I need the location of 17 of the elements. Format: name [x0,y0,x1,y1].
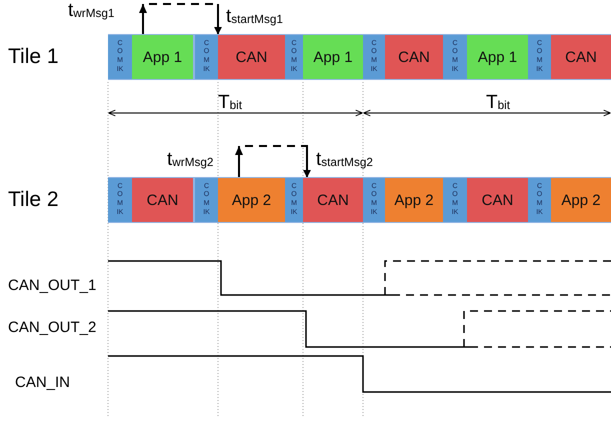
task-slot: CAN [551,35,611,79]
task-slot: App 1 [467,35,528,79]
task-slot: CAN [303,178,363,222]
task-slot: App 2 [385,178,443,222]
task-slot: App 2 [551,178,611,222]
label: CAN_IN [15,374,70,391]
label: Tile 2 [8,188,59,212]
label: CAN_OUT_1 [8,277,96,294]
label: Tile 1 [8,45,59,69]
task-slot: CAN [385,35,443,79]
label: CAN_OUT_2 [8,319,96,336]
task-slot: CAN [132,178,193,222]
task-slot: App 2 [218,178,285,222]
task-slot: CAN [467,178,528,222]
task-slot: App 1 [303,35,363,79]
task-slot: CAN [218,35,285,79]
task-slot: App 1 [132,35,193,79]
